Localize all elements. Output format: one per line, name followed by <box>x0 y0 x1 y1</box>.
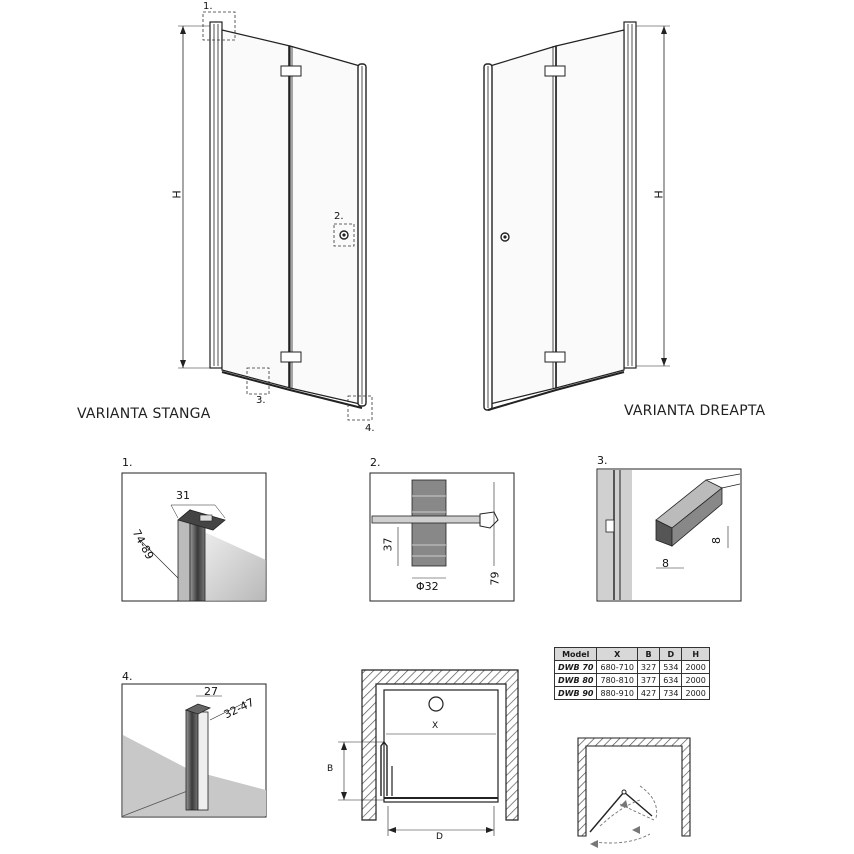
cell-b: 427 <box>636 686 661 700</box>
detail-4-box <box>121 683 267 818</box>
callout-3-label: 3. <box>256 395 266 406</box>
header-model: Model <box>553 647 598 661</box>
cell-d: 534 <box>659 660 683 674</box>
detail-3-title: 3. <box>597 454 608 467</box>
callout-2-label: 2. <box>334 211 344 222</box>
right-variant-label: VARIANTA DREAPTA <box>624 403 766 419</box>
detail-2-diameter: Φ32 <box>416 580 439 593</box>
cell-h: 2000 <box>681 660 710 674</box>
cell-model: DWB 80 <box>553 673 598 687</box>
header-d: D <box>659 647 683 661</box>
cell-model: DWB 70 <box>553 660 598 674</box>
left-height-label: H <box>170 190 184 199</box>
cell-h: 2000 <box>681 686 710 700</box>
swing-diagram <box>577 737 691 848</box>
cell-h: 2000 <box>681 673 710 687</box>
cell-x: 780-810 <box>596 673 638 687</box>
table-row: DWB 90 880-910 427 734 2000 <box>553 686 710 700</box>
header-x: X <box>596 647 638 661</box>
cell-model: DWB 90 <box>553 686 598 700</box>
detail-4-title: 4. <box>122 670 133 683</box>
callout-4-label: 4. <box>365 423 375 434</box>
callout-1-label: 1. <box>203 1 213 12</box>
plan-view <box>338 669 519 836</box>
right-door-drawing <box>483 21 670 411</box>
cell-x: 880-910 <box>596 686 638 700</box>
table-row: DWB 80 780-810 377 634 2000 <box>553 673 710 687</box>
detail-1-width: 31 <box>176 489 190 502</box>
cell-d: 634 <box>659 673 683 687</box>
detail-1-box <box>121 472 267 602</box>
table-header-row: Model X B D H <box>553 647 710 661</box>
detail-2-title: 2. <box>370 456 381 469</box>
left-door-drawing <box>178 11 373 421</box>
plan-d-label: D <box>436 832 443 842</box>
left-variant-label: VARIANTA STANGA <box>77 406 211 422</box>
detail-2-offset: 79 <box>488 571 502 586</box>
detail-2-box <box>369 472 515 602</box>
table-row: DWB 70 680-710 327 534 2000 <box>553 660 710 674</box>
detail-3-width: 8 <box>662 557 669 570</box>
plan-x-label: X <box>432 721 439 731</box>
detail-3-box <box>596 468 742 602</box>
detail-1-title: 1. <box>122 456 133 469</box>
detail-3-height: 8 <box>710 537 723 544</box>
detail-2-height: 37 <box>381 537 395 552</box>
cell-b: 377 <box>636 673 661 687</box>
detail-4-width: 27 <box>204 685 218 698</box>
cell-b: 327 <box>636 660 661 674</box>
plan-b-label: B <box>327 764 334 774</box>
cell-x: 680-710 <box>596 660 638 674</box>
model-dimensions-table: Model X B D H DWB 70 680-710 327 534 200… <box>553 647 710 700</box>
header-b: B <box>636 647 661 661</box>
right-height-label: H <box>652 190 666 199</box>
header-h: H <box>681 647 710 661</box>
cell-d: 734 <box>659 686 683 700</box>
